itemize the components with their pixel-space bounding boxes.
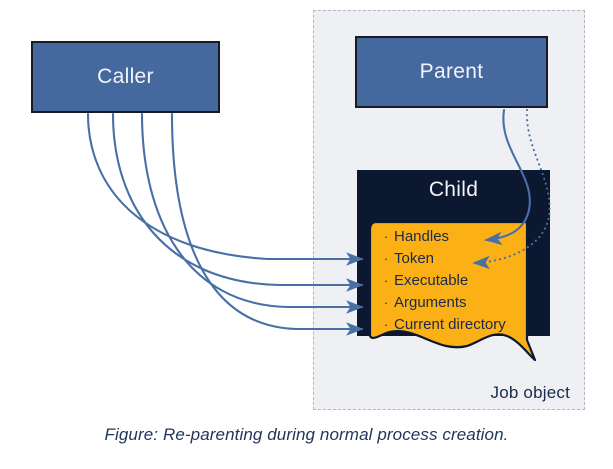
bullet-icon: · [383,273,389,288]
caller-label: Caller [97,65,154,88]
child-label: Child [428,178,479,201]
bullet-icon: · [383,229,389,244]
attribute-list: · Handles · Token · Executable · Argumen… [378,228,543,338]
attribute-label: Arguments [394,294,467,311]
parent-process-box[interactable]: Parent [355,36,548,108]
attribute-item-current-directory: · Current directory [378,316,543,338]
attribute-scroll-shape [368,222,537,362]
bullet-icon: · [383,317,389,332]
caller-process-box[interactable]: Caller [31,41,220,113]
job-object-label: Job object [490,383,570,402]
parent-label: Parent [419,60,484,83]
edge-caller-to-executable [111,112,364,292]
attribute-label: Handles [394,228,450,245]
edge-caller-to-token [86,112,364,266]
child-attributes-panel: · Handles · Token · Executable · Argumen… [368,222,543,367]
edge-caller-to-current-directory [170,112,364,336]
attribute-item-token: · Token [378,250,543,272]
figure-caption: Figure: Re-parenting during normal proce… [104,425,509,444]
attribute-label: Current directory [394,316,506,333]
bullet-icon: · [383,295,389,310]
edge-caller-to-arguments [140,112,364,314]
attribute-label: Executable [394,272,469,289]
attribute-item-executable: · Executable [378,272,543,294]
attribute-label: Token [394,250,435,267]
edge-parent-to-handles [484,108,531,246]
attribute-item-handles: · Handles [378,228,543,250]
bullet-icon: · [383,251,389,266]
attribute-item-arguments: · Arguments [378,294,543,316]
